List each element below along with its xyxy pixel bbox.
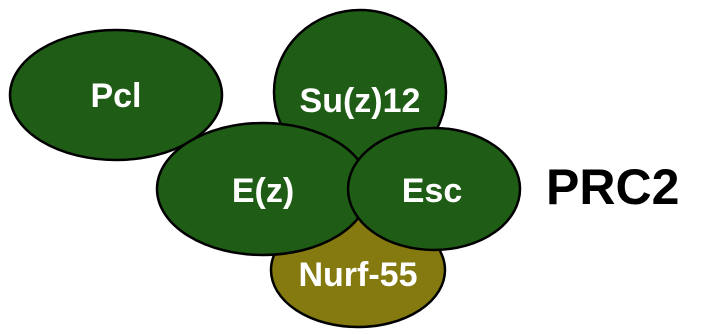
subunit-nurf-55-label: Nurf-55 — [298, 256, 417, 294]
subunit-esc: Esc — [346, 126, 522, 252]
subunit-e-z-label: E(z) — [232, 172, 294, 210]
subunit-esc-label: Esc — [402, 172, 463, 210]
subunit-pcl: Pcl — [8, 28, 224, 162]
subunit-e-z: E(z) — [155, 121, 371, 257]
subunit-esc-shape — [346, 126, 522, 252]
subunit-pcl-label: Pcl — [90, 77, 141, 115]
complex-label: PRC2 — [546, 159, 679, 215]
subunit-pcl-shape — [8, 28, 224, 162]
subunit-su-z-12-label: Su(z)12 — [300, 82, 421, 120]
